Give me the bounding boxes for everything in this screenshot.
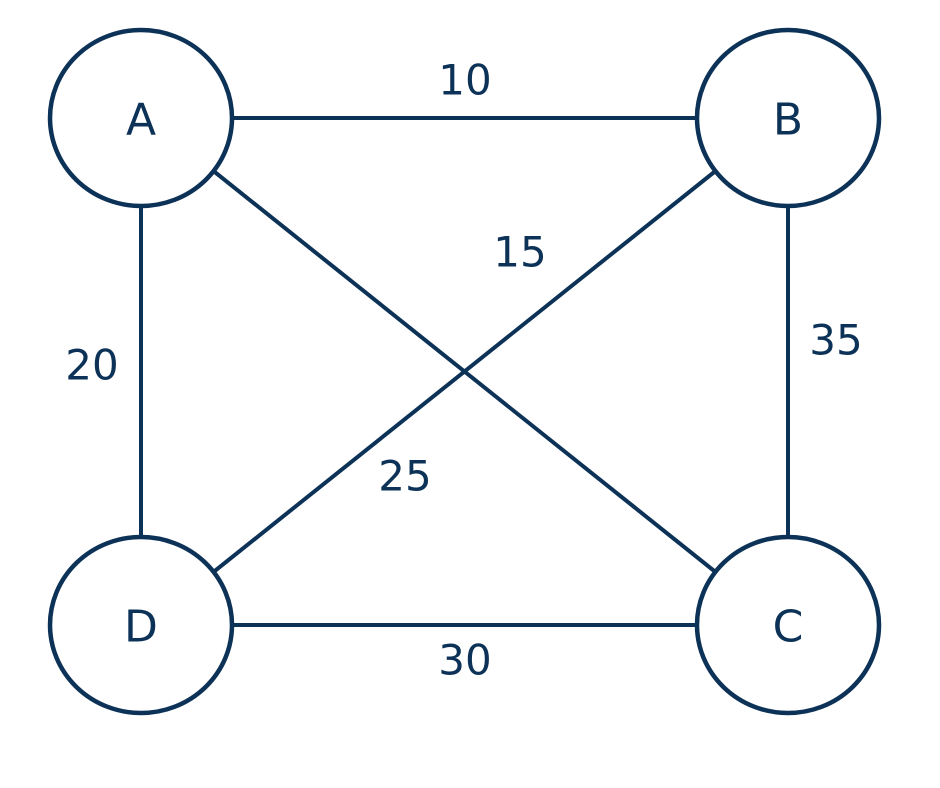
- edge-weight-layer: 10 20 15 25 30 35: [65, 56, 862, 685]
- edge-layer: [139, 116, 790, 627]
- node-d-circle[interactable]: [47, 534, 235, 716]
- node-c-circle[interactable]: [694, 534, 882, 716]
- edge-weight-a-b: 10: [438, 56, 491, 105]
- node-a-circle[interactable]: [47, 27, 235, 209]
- edge-weight-b-d: 15: [493, 228, 546, 277]
- node-a[interactable]: A: [47, 27, 235, 209]
- node-b-circle[interactable]: [694, 27, 882, 209]
- edge-weight-b-c: 35: [809, 316, 862, 365]
- node-layer: A B C D: [47, 27, 882, 716]
- node-a-label: A: [126, 95, 156, 146]
- node-d-label: D: [124, 602, 158, 653]
- node-c[interactable]: C: [694, 534, 882, 716]
- edge-weight-a-d: 20: [65, 341, 118, 390]
- edge-weight-a-c: 25: [378, 452, 431, 501]
- node-b-label: B: [773, 95, 803, 146]
- edge-weight-d-c: 30: [438, 636, 491, 685]
- node-b[interactable]: B: [694, 27, 882, 209]
- edge-b-d[interactable]: [209, 167, 720, 576]
- node-d[interactable]: D: [47, 534, 235, 716]
- node-c-label: C: [773, 602, 804, 653]
